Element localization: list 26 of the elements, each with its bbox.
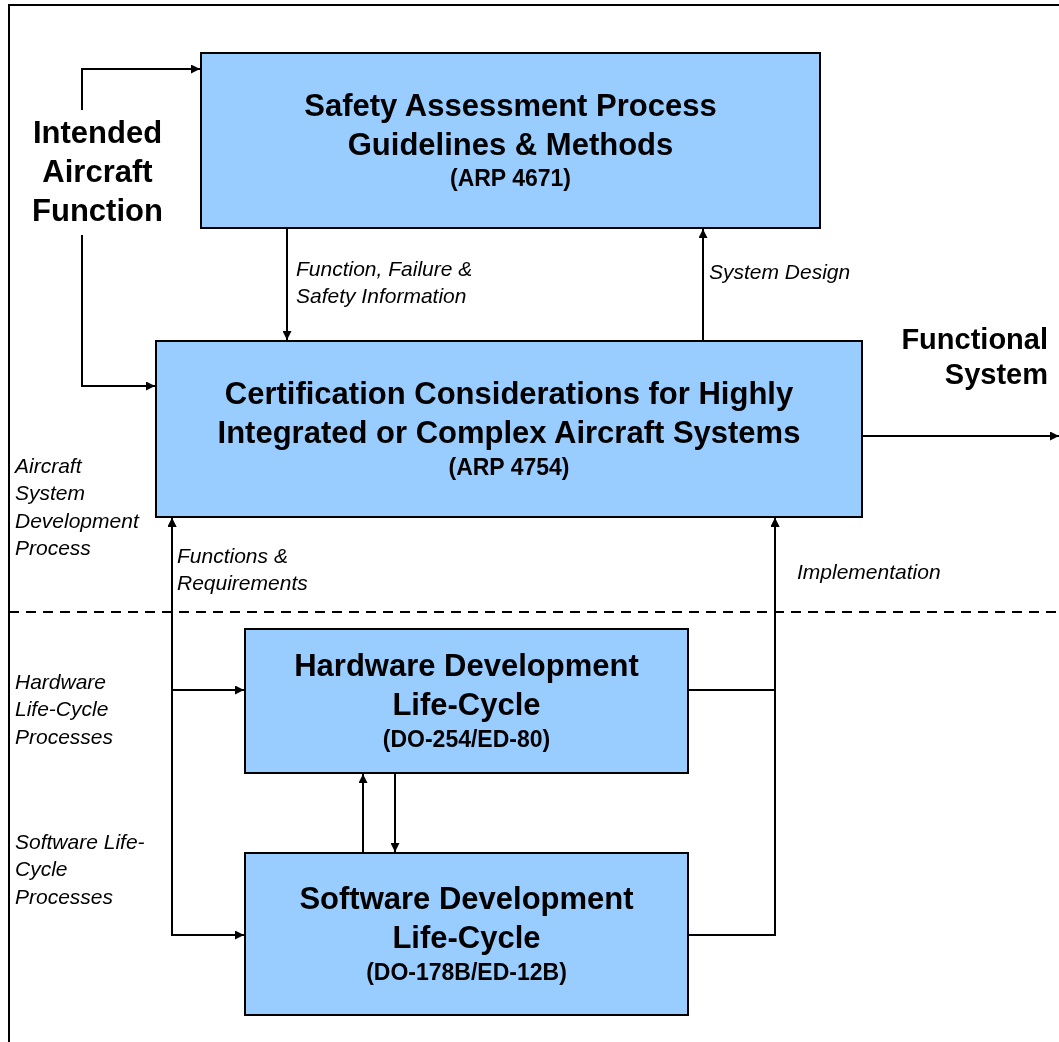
box-title: Certification Considerations for Highly Integrated or Complex Aircraft Systems — [216, 375, 802, 453]
arrow — [390, 773, 400, 853]
standard-reference: (DO-254/ED-80) — [382, 724, 551, 754]
edge-label: Functional System — [900, 322, 1048, 392]
process-label: Software Life-Cycle Processes — [15, 829, 145, 910]
standard-reference: (ARP 4754) — [448, 452, 570, 482]
standard-reference: (ARP 4671) — [450, 164, 571, 194]
process-box — [244, 628, 689, 774]
box-title: Safety Assessment Process Guidelines & Methods — [303, 86, 718, 164]
arrow — [358, 773, 368, 853]
box-title: Hardware Development Life-Cycle — [293, 647, 640, 725]
process-label: Aircraft System Development Process — [15, 453, 141, 561]
arrow — [698, 228, 708, 341]
input-label: Intended Aircraft Function — [31, 114, 164, 230]
arrow — [167, 517, 245, 940]
arrow — [688, 517, 780, 936]
arrow — [81, 64, 201, 111]
process-box — [244, 852, 689, 1016]
process-box — [155, 340, 863, 518]
standard-reference: (DO-178B/ED-12B) — [366, 957, 567, 987]
process-box — [200, 52, 821, 229]
arrow — [81, 234, 156, 391]
process-label: Hardware Life-Cycle Processes — [15, 669, 115, 750]
arrow — [862, 431, 1059, 441]
arrow — [282, 228, 292, 341]
box-title: Software Development Life-Cycle — [298, 880, 635, 958]
